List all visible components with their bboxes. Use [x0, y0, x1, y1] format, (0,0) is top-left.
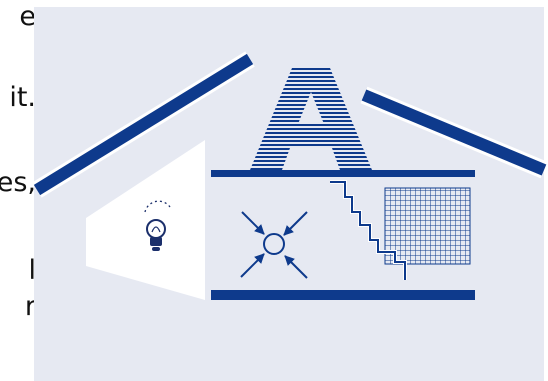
light-beam: [86, 140, 205, 300]
lower-floor-bar: [211, 290, 475, 300]
converge-arrows-icon: [241, 212, 307, 278]
letter-a-graphic: [250, 68, 372, 170]
roof-right: [364, 95, 544, 170]
grid-pattern: [385, 188, 470, 264]
upper-floor-bar: [211, 170, 475, 177]
